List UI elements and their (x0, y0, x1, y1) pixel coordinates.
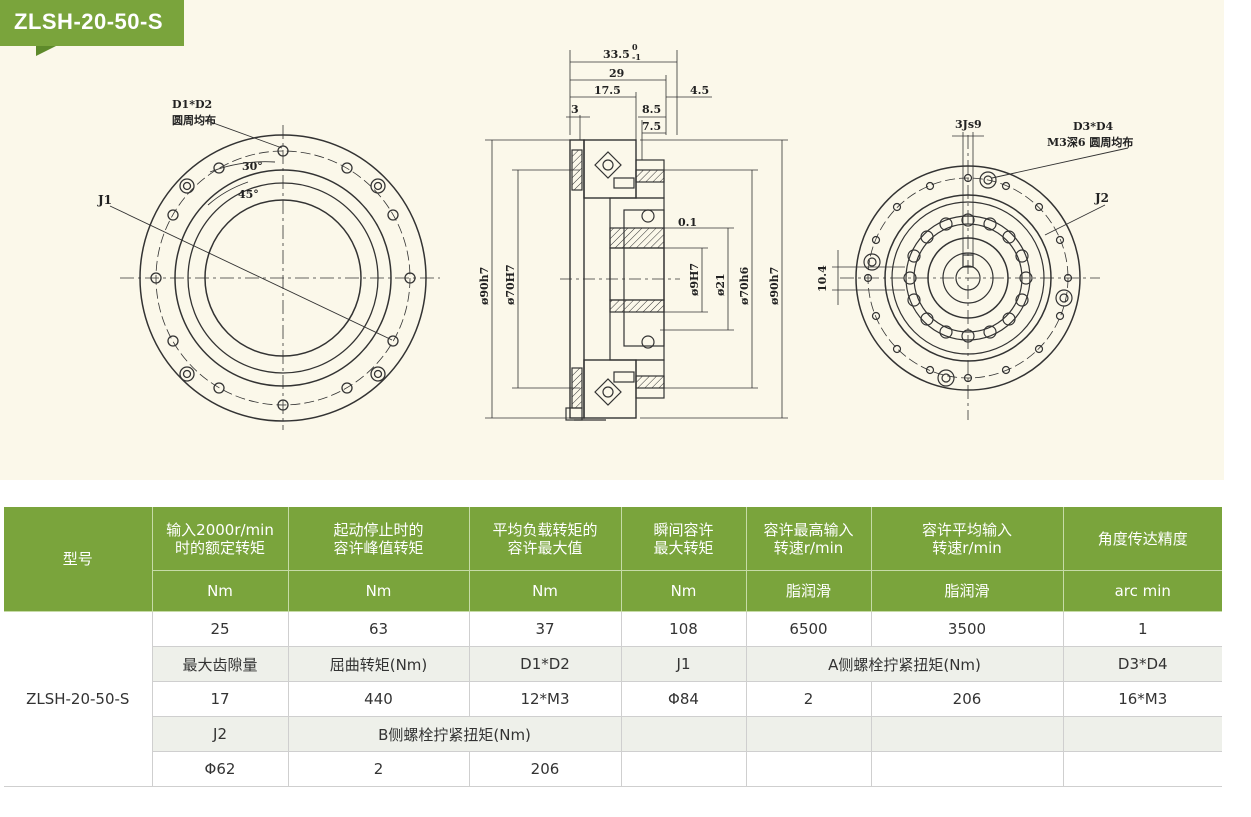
dim-7-5: 7.5 (642, 120, 661, 133)
table-cell: B侧螺栓拧紧扭矩(Nm) (288, 716, 622, 752)
dim-total-tol-lower: -1 (632, 52, 641, 62)
table-cell: 25 (152, 611, 289, 647)
table-cell (746, 751, 872, 787)
front-circle-label: J1 (97, 193, 112, 207)
dim-4-5: 4.5 (690, 84, 709, 97)
unit-cell: 脂润滑 (746, 570, 872, 612)
table-cell (621, 716, 747, 752)
model-tag: ZLSH-20-50-S (0, 0, 184, 46)
dia-21: ø21 (714, 273, 727, 296)
table-cell: 108 (621, 611, 747, 647)
table-cell: 1 (1063, 611, 1222, 647)
section-dim-text: 33.5 0 -1 29 17.5 4.5 3 8.5 7.5 0.1 ø90h… (478, 42, 781, 305)
unit-cell: arc min (1063, 570, 1222, 612)
rear-tapped-holes (863, 171, 1073, 387)
table-cell: Φ62 (152, 751, 289, 787)
rear-key-label: 3Js9 (955, 118, 982, 131)
front-angle-30: 30° (242, 160, 263, 173)
roller-ring (903, 213, 1033, 343)
dia-90h7-left: ø90h7 (478, 267, 491, 305)
unit-cell: 脂润滑 (871, 570, 1064, 612)
table-cell: 12*M3 (469, 681, 622, 717)
table-cell: 最大齿隙量 (152, 646, 289, 682)
header-model: 型号 (4, 507, 153, 612)
table-cell: D1*D2 (469, 646, 622, 682)
dim-8-5: 8.5 (642, 103, 661, 116)
unit-cell: Nm (288, 570, 470, 612)
dim-total-tol-upper: 0 (632, 42, 638, 52)
bolt-holes (150, 145, 416, 411)
table-cell: 2 (288, 751, 470, 787)
header-momentary-torque: 瞬间容许最大转矩 (621, 507, 747, 571)
table-row: J2 B侧螺栓拧紧扭矩(Nm) (4, 716, 1222, 752)
front-bolt-note: 圆周均布 (172, 113, 216, 127)
front-angle-45: 45° (238, 188, 259, 201)
model-cell: ZLSH-20-50-S (4, 611, 153, 787)
table-cell: J1 (621, 646, 747, 682)
rear-view (832, 132, 1129, 420)
table-cell: 2 (746, 681, 872, 717)
table-row: ZLSH-20-50-S 25 63 37 108 6500 3500 1 (4, 611, 1222, 787)
rear-bolt-label: D3*D4 (1073, 120, 1113, 133)
dim-0-1: 0.1 (678, 216, 697, 229)
table-cell: 屈曲转矩(Nm) (288, 646, 470, 682)
table-cell (1063, 751, 1222, 787)
dia-70H7: ø70H7 (504, 264, 517, 305)
dim-29: 29 (609, 67, 624, 80)
rear-dim-10-4: 10.4 (816, 265, 829, 292)
dim-3: 3 (571, 103, 579, 116)
header-max-input-speed: 容许最高输入转速r/min (746, 507, 872, 571)
table-cell: D3*D4 (1063, 646, 1222, 682)
header-angular-accuracy: 角度传达精度 (1063, 507, 1222, 571)
table-row: 最大齿隙量 屈曲转矩(Nm) D1*D2 J1 A侧螺栓拧紧扭矩(Nm) D3*… (4, 646, 1222, 682)
table-cell (746, 716, 872, 752)
dia-70h6: ø70h6 (738, 266, 751, 305)
table-cell (871, 751, 1064, 787)
dim-17-5: 17.5 (594, 84, 621, 97)
unit-cell: Nm (621, 570, 747, 612)
header-avg-input-speed: 容许平均输入转速r/min (871, 507, 1064, 571)
table-cell: 37 (469, 611, 622, 647)
front-bolt-label: D1*D2 (172, 98, 212, 111)
table-cell (871, 716, 1064, 752)
dia-9H7: ø9H7 (688, 263, 701, 296)
table-cell: 63 (288, 611, 470, 647)
unit-cell: Nm (469, 570, 622, 612)
rear-bolt-note: M3深6 圆周均布 (1047, 135, 1133, 149)
table-cell: 440 (288, 681, 470, 717)
table-cell: Φ84 (621, 681, 747, 717)
unit-row: Nm Nm Nm Nm 脂润滑 脂润滑 arc min (4, 570, 1222, 612)
table-cell: A侧螺栓拧紧扭矩(Nm) (746, 646, 1064, 682)
front-view (109, 119, 440, 430)
technical-drawing: D1*D2 圆周均布 30° 45° J1 (97, 42, 1133, 430)
table-row: 17 440 12*M3 Φ84 2 206 16*M3 (4, 681, 1222, 717)
table-cell: 16*M3 (1063, 681, 1222, 717)
table-row: Φ62 2 206 (4, 751, 1222, 787)
table-cell: 206 (469, 751, 622, 787)
rear-bolt-holes (863, 173, 1073, 383)
header-peak-torque: 起动停止时的容许峰值转矩 (288, 507, 470, 571)
header-avg-load-torque: 平均负载转矩的容许最大值 (469, 507, 622, 571)
table-cell: 17 (152, 681, 289, 717)
tapped-holes (179, 178, 386, 382)
table-cell: 3500 (871, 611, 1064, 647)
dim-total: 33.5 (603, 48, 630, 61)
model-tag-notch (36, 46, 56, 56)
table-cell: 206 (871, 681, 1064, 717)
rear-circle-label: J2 (1094, 191, 1109, 205)
dia-90h7-right: ø90h7 (768, 267, 781, 305)
table-cell: J2 (152, 716, 289, 752)
unit-cell: Nm (152, 570, 289, 612)
table-cell (1063, 716, 1222, 752)
table-cell (621, 751, 747, 787)
drawing-panel: D1*D2 圆周均布 30° 45° J1 (0, 0, 1224, 480)
section-view (485, 50, 788, 421)
table-cell: 6500 (746, 611, 872, 647)
